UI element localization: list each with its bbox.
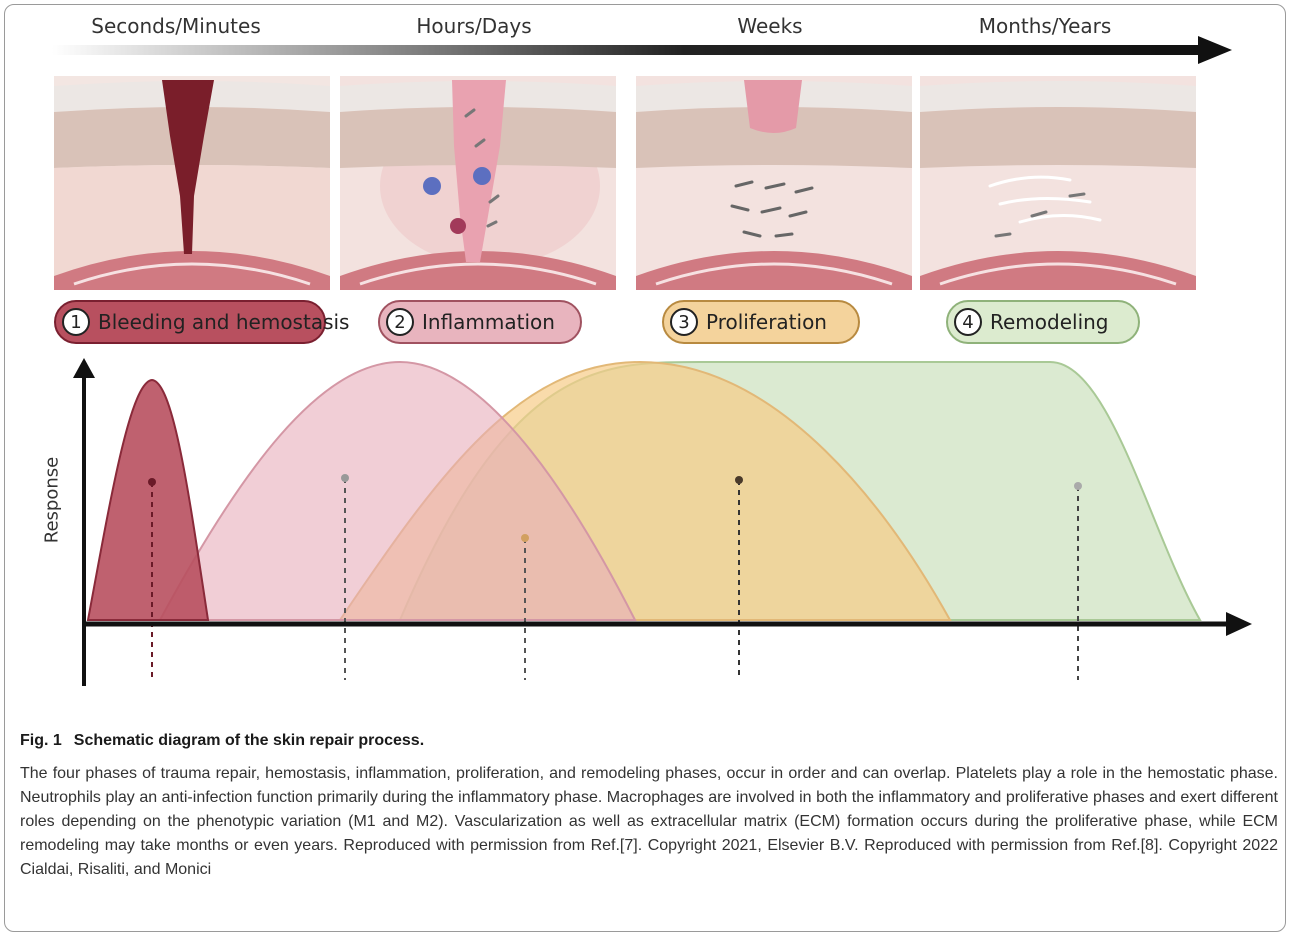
phase-number-2: 2 <box>386 308 414 336</box>
phase-number-4: 4 <box>954 308 982 336</box>
y-axis <box>73 358 95 686</box>
phase-number-3: 3 <box>670 308 698 336</box>
figure-label: Fig. 1 <box>20 732 62 749</box>
phase-number-1: 1 <box>62 308 90 336</box>
phase-label-proliferation: Proliferation <box>706 310 827 334</box>
phase-pill-proliferation: 3 Proliferation <box>662 300 860 344</box>
timeline-arrow <box>52 36 1232 64</box>
caption-body: The four phases of trauma repair, hemost… <box>20 762 1278 882</box>
response-chart <box>40 352 1262 692</box>
figure-title: Schematic diagram of the skin repair pro… <box>74 732 424 749</box>
y-axis-label: Response <box>42 457 63 543</box>
timeline-label-seconds: Seconds/Minutes <box>91 14 261 38</box>
timeline-label-months: Months/Years <box>979 14 1112 38</box>
skin-panel-inflammation <box>340 76 616 290</box>
phase-pill-inflammation: 2 Inflammation <box>378 300 582 344</box>
phase-pill-hemostasis: 1 Bleeding and hemostasis <box>54 300 326 344</box>
skin-panel-remodeling <box>920 76 1196 290</box>
caption-title: Fig. 1 Schematic diagram of the skin repa… <box>20 732 424 750</box>
phase-pill-remodeling: 4 Remodeling <box>946 300 1140 344</box>
skin-panel-proliferation <box>636 76 912 290</box>
timeline-label-hours: Hours/Days <box>416 14 531 38</box>
skin-panel-hemostasis <box>54 76 330 290</box>
timeline-label-weeks: Weeks <box>737 14 802 38</box>
hemostasis-curve <box>88 380 208 620</box>
phase-label-remodeling: Remodeling <box>990 310 1109 334</box>
phase-label-hemostasis: Bleeding and hemostasis <box>98 310 349 334</box>
phase-label-inflammation: Inflammation <box>422 310 555 334</box>
